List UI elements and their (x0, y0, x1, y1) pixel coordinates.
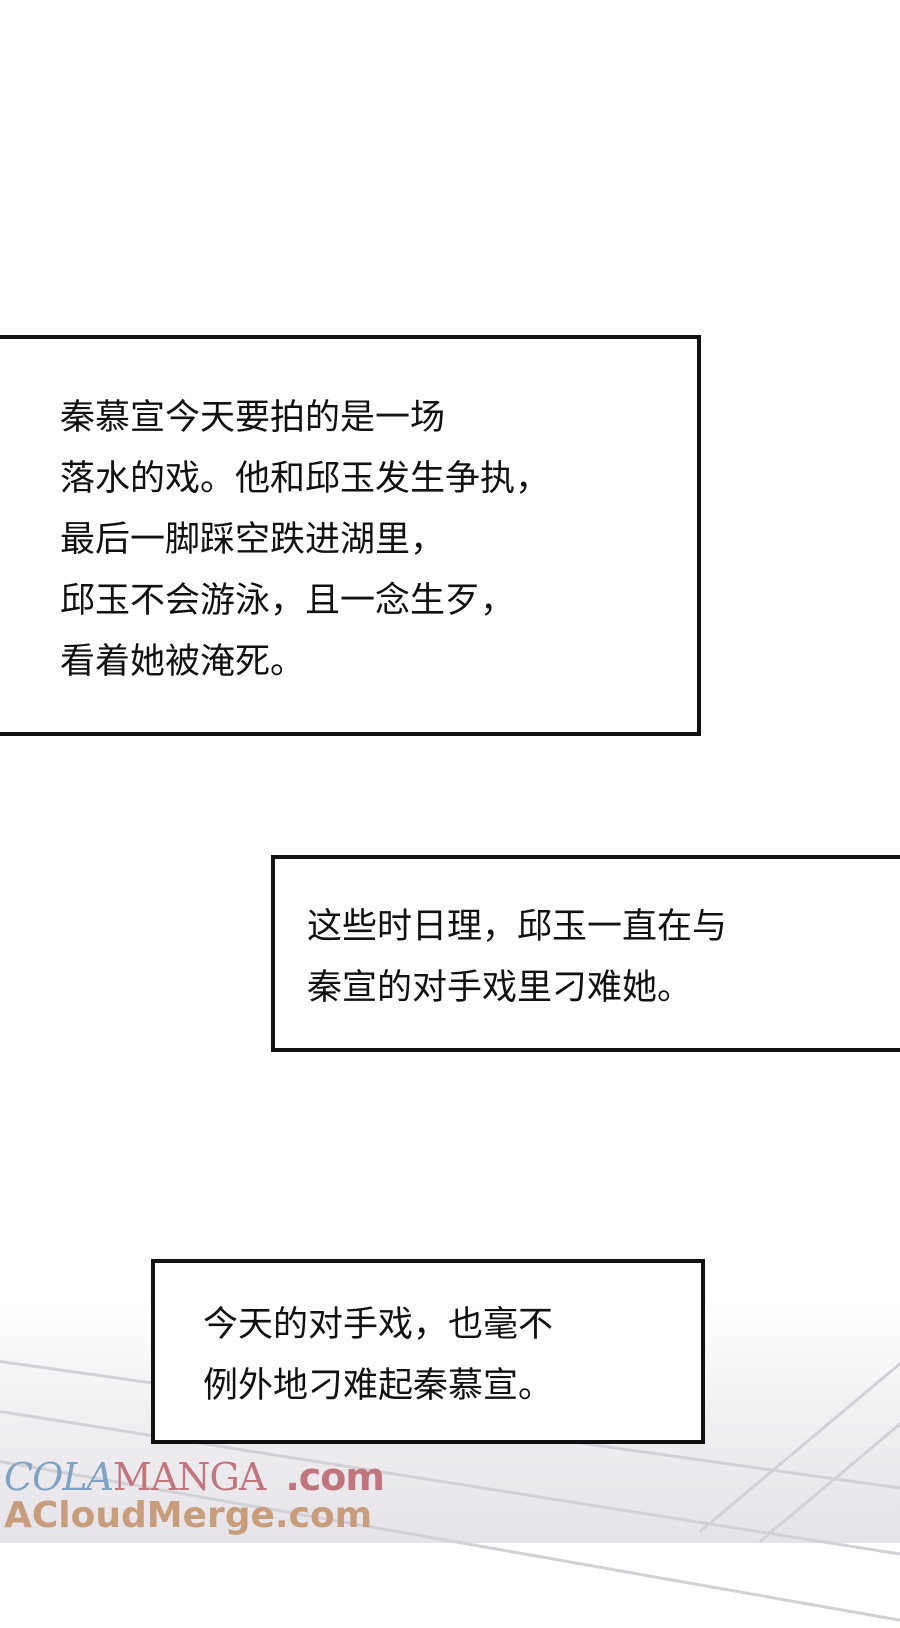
caption-text-2: 这些时日理，邱玉一直在与 秦宣的对手戏里刁难她。 (307, 907, 728, 1008)
caption-text-1: 秦慕宣今天要拍的是一场 落水的戏。他和邱玉发生争执， 最后一脚踩空跌进湖里， 邱… (60, 398, 551, 682)
watermark-colamanga: COLAMANGA.com (4, 1455, 385, 1499)
watermark-acloudmerge: ACloudMerge.com (4, 1495, 373, 1536)
caption-text-3: 今天的对手戏，也毫不 例外地刁难起秦慕宣。 (203, 1305, 554, 1406)
caption-box-1: 秦慕宣今天要拍的是一场 落水的戏。他和邱玉发生争执， 最后一脚踩空跌进湖里， 邱… (0, 335, 701, 736)
caption-box-2: 这些时日理，邱玉一直在与 秦宣的对手戏里刁难她。 (271, 855, 900, 1052)
caption-box-3: 今天的对手戏，也毫不 例外地刁难起秦慕宣。 (151, 1259, 705, 1444)
